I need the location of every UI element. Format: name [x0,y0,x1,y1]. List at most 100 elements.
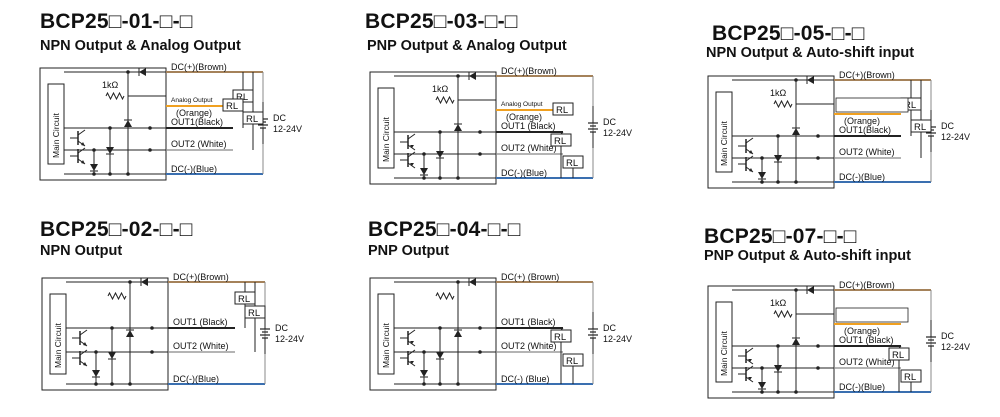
circuit-enclosure [369,277,497,391]
wire-label-dc-plus: DC(+)(Brown) [839,280,895,290]
wire-label-dc-minus: DC(-)(Blue) [501,168,547,178]
load-lead [898,345,902,349]
load-resistor-label: RL [554,136,566,147]
load-resistor-label: RL [904,100,916,111]
load-resistor-label: RL [914,122,926,133]
wire-label-out1: OUT1 (Black) [839,335,894,345]
junction-dot [94,350,98,354]
load-resistor-label: RL [892,350,904,361]
transistor-arrow [410,361,414,364]
model-code: BCP25□-02-□-□ [40,218,193,241]
resistor-icon [773,309,793,319]
load-resistor-label: RL [236,92,248,103]
junction-dot [794,180,798,184]
transistor-emitter [745,358,754,365]
junction-dot [794,288,798,292]
junction-dot [128,382,132,386]
wire-label-out1: OUT1 (Black) [501,317,556,327]
diode-icon [139,68,146,76]
junction-dot [126,70,130,74]
junction-dot [150,326,154,330]
model-code: BCP25□-03-□-□ [365,10,518,33]
wire-label-out2: OUT2 (White) [173,341,229,351]
load-resistor-label: RL [566,158,578,169]
main-circuit-box [715,91,733,173]
supply-label: DC [941,331,954,341]
wire-label-dc-minus: DC(-)(Blue) [839,382,885,392]
junction-dot [92,172,96,176]
load-resistor-label: RL [556,105,568,116]
wire-label-out1: OUT1(Black) [171,117,223,127]
junction-dot [456,176,460,180]
main-circuit-label: Main Circuit [51,112,61,158]
transistor-collector [745,137,754,144]
junction-dot [422,382,426,386]
main-circuit-label: Main Circuit [719,330,729,376]
output-description: NPN Output & Analog Output [40,38,241,54]
diode-icon [807,76,814,84]
junction-dot [794,390,798,394]
output-description: PNP Output & Auto-shift input [704,248,911,264]
junction-dot [816,344,820,348]
junction-dot [422,176,426,180]
wire-label-dc-minus: DC(-)(Blue) [839,172,885,182]
load-resistor-label: RL [904,372,916,383]
junction-dot [148,126,152,130]
transistor-emitter [407,144,416,151]
junction-dot [438,176,442,180]
junction-dot [776,390,780,394]
junction-dot [110,326,114,330]
output-description: NPN Output & Auto-shift input [706,45,915,61]
resistor-icon [435,95,455,105]
supply-label: DC [941,121,954,131]
load-resistor-label: RL [246,114,258,125]
model-code: BCP25□-01-□-□ [40,10,193,33]
diode-icon [141,278,148,286]
autoshift-input-box [835,307,909,323]
circuit-enclosure [369,71,497,185]
transistor-collector [79,349,88,356]
wire-label-orange-color: (Orange) [176,108,212,118]
load-resistor-box [552,102,574,116]
resistor-icon [107,291,127,301]
diode-icon [807,286,814,294]
wire-label-out2: OUT2 (White) [839,357,895,367]
main-circuit-box [47,83,65,165]
junction-dot [760,390,764,394]
transistor-arrow [749,168,753,172]
transistor-arrow [410,145,414,148]
supply-voltage: 12-24V [273,124,302,134]
junction-dot [776,134,780,138]
wire-label-dc-plus: DC(+)(Brown) [173,272,229,282]
output-description: PNP Output & Analog Output [367,38,567,54]
junction-dot [776,344,780,348]
model-code: BCP25□-07-□-□ [704,225,857,248]
circuit-enclosure [707,75,835,189]
wire-label-orange: Analog Output [501,101,543,108]
supply-label: DC [603,323,616,333]
wire-label-dc-plus: DC(+)(Brown) [501,66,557,76]
supply-voltage: 12-24V [603,334,632,344]
main-circuit-label: Main Circuit [719,120,729,166]
transistor-arrow [749,150,753,154]
transistor-arrow [748,377,752,380]
diode-icon [469,72,476,80]
circuit-enclosure [39,67,167,181]
junction-dot [94,382,98,386]
junction-dot [128,280,132,284]
junction-dot [794,78,798,82]
junction-dot [816,134,820,138]
junction-dot [456,280,460,284]
wire-label-orange-color: (Orange) [506,112,542,122]
resistor-label: 1kΩ [102,80,119,90]
transistor-arrow [81,142,85,146]
model-code: BCP25□-04-□-□ [368,218,521,241]
transistor-emitter [407,360,416,367]
transistor-collector [77,129,86,136]
junction-dot [478,326,482,330]
supply-label: DC [273,113,286,123]
main-circuit-box [715,301,733,383]
